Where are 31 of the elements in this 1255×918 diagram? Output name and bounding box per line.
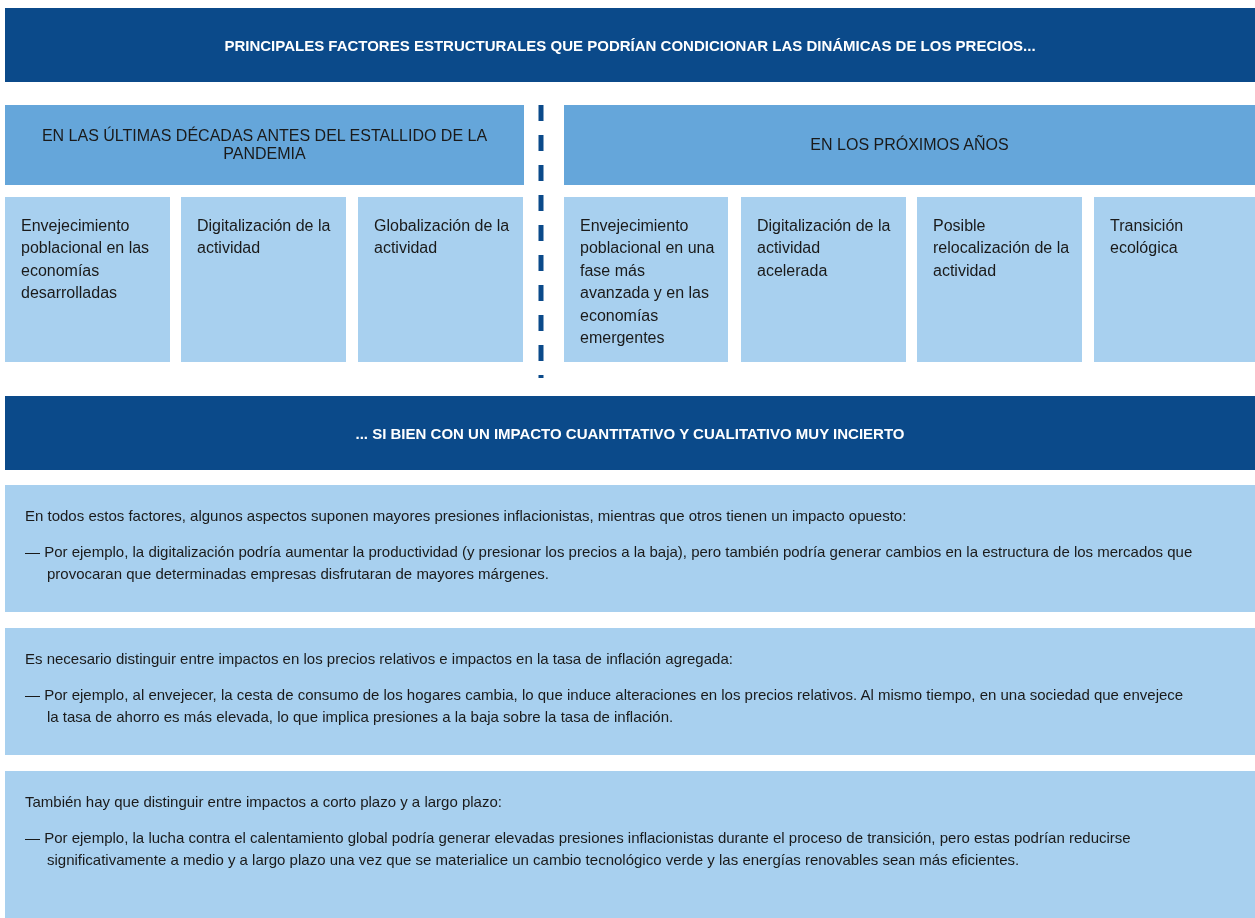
conclusion-band: [5, 396, 1255, 470]
title-band: [5, 8, 1255, 82]
factor-text: Envejecimiento poblacional en las economías desarrolladas: [21, 217, 150, 302]
period-header: [5, 105, 524, 185]
note-example: — Por ejemplo, la lucha contra el calentamiento global podría generar elevadas presiones inflacionistas durante el proceso de transición, pero estas podrían reducirse significativamente a medio y a largo plazo una vez que se materialice un cambio tecnológico verde y las energías renovables sean más eficientes.: [25, 827, 1132, 870]
factor-box: [741, 197, 906, 362]
note-panel: [5, 771, 1255, 918]
factor-box: [564, 197, 728, 362]
factor-box: [5, 197, 170, 362]
factor-box: [917, 197, 1082, 362]
note-example: — Por ejemplo, la digitalización podría aumentar la productividad (y presionar los precios a la baja), pero también podría generar cambios en la estructura de los mercados que provocaran que determinadas empresas disfrutaran de mayores márgenes.: [25, 541, 1194, 584]
factor-text: Posible relocalización de la actividad: [933, 217, 1070, 279]
factor-text: Digitalización de la actividad: [197, 217, 331, 257]
header-text: EN LOS PRÓXIMOS AÑOS: [810, 136, 1009, 154]
factor-text: Digitalización de la actividad acelerada: [757, 217, 891, 279]
note-example: — Por ejemplo, al envejecer, la cesta de consumo de los hogares cambia, lo que induce alteraciones en los precios relativos. Al mismo tiempo, en una sociedad que envejece la tasa de ahorro es más elevada, lo que implica presiones a la baja sobre la tasa de inflación.: [25, 684, 1185, 727]
note-heading: En todos estos factores, algunos aspectos suponen mayores presiones inflacionistas, mientras que otros tienen un impacto opuesto:: [25, 506, 908, 526]
header-text: EN LAS ÚLTIMAS DÉCADAS ANTES DEL ESTALLIDO DE LA PANDEMIA: [40, 127, 489, 163]
note-heading: También hay que distinguir entre impactos a corto plazo y a largo plazo:: [25, 792, 503, 812]
factor-box: [358, 197, 523, 362]
factor-box: [1094, 197, 1255, 362]
factor-text: Envejecimiento poblacional en una fase más avanzada y en las economías emergentes: [580, 217, 715, 346]
factor-text: Transición ecológica: [1110, 217, 1184, 257]
period-header: [564, 105, 1255, 185]
band-title: ... SI BIEN CON UN IMPACTO CUANTITATIVO Y CUALITATIVO MUY INCIERTO: [355, 424, 905, 442]
factor-text: Globalización de la actividad: [374, 217, 510, 257]
note-panel: [5, 628, 1255, 755]
note-panel: [5, 485, 1255, 612]
note-heading: Es necesario distinguir entre impactos en los precios relativos e impactos en la tasa de inflación agregada:: [25, 649, 734, 669]
factor-box: [181, 197, 346, 362]
band-title: PRINCIPALES FACTORES ESTRUCTURALES QUE PODRÍAN CONDICIONAR LAS DINÁMICAS DE LOS PRECIOS...: [224, 36, 1036, 54]
